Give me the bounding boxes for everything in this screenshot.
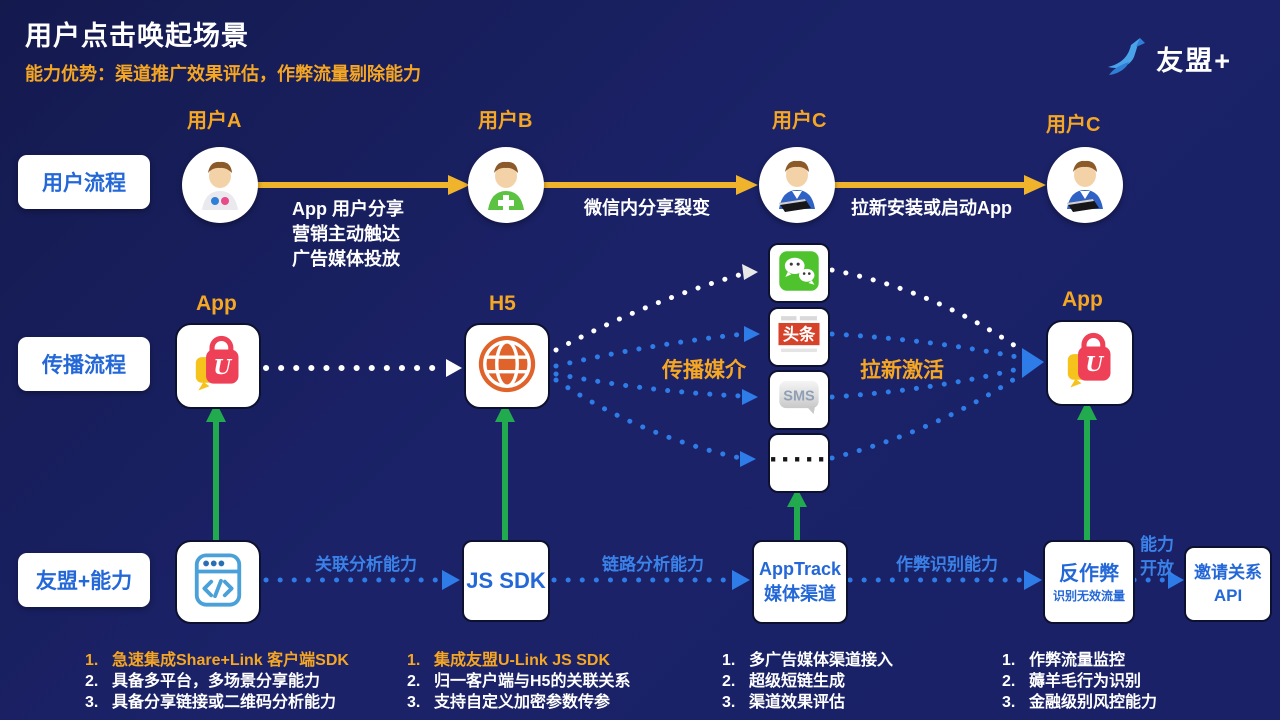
feature-list-3: 1.多广告媒体渠道接入 2.超级短链生成 3.渠道效果评估: [722, 650, 1002, 713]
toutiao-box: 头条: [768, 307, 830, 367]
more-channels-dots: ·····: [769, 443, 829, 476]
umeng-logo-text: 友盟+: [1156, 46, 1232, 76]
arrow1-caption: App 用户分享 营销主动触达 广告媒体投放: [292, 199, 404, 269]
svg-text:U: U: [213, 355, 232, 379]
ability-arrow1-label: 关联分析能力: [315, 555, 417, 574]
app-left-box: U: [175, 323, 261, 409]
ushare-app-icon-right: U: [1055, 326, 1125, 401]
row-label-user-flow: 用户流程: [18, 155, 150, 209]
page-subtitle: 能力优势：渠道推广效果评估，作弊流量剔除能力: [25, 64, 421, 84]
app-right-label: App: [1062, 288, 1103, 311]
arrow3-caption: 拉新安装或启动App: [851, 198, 1012, 218]
ushare-app-icon: U: [183, 329, 253, 404]
ability-arrow3-label: 作弊识别能力: [896, 555, 998, 574]
invite-api-box: 邀请关系 API: [1184, 546, 1272, 622]
media-label: 传播媒介: [662, 359, 746, 382]
toutiao-icon: 头条: [774, 311, 824, 363]
list-item: 2.薅羊毛行为识别: [1002, 673, 1142, 690]
list-item: 3.支持自定义加密参数传参: [407, 694, 611, 711]
list-item: 1.作弊流量监控: [1002, 652, 1126, 669]
list-item: 2.超级短链生成: [722, 673, 846, 690]
h5-label: H5: [489, 292, 516, 315]
umeng-logo: 友盟+: [1104, 36, 1232, 81]
h5-globe-icon: [472, 329, 542, 404]
umeng-bird-icon: [1104, 36, 1146, 81]
user-c2-avatar: [1047, 147, 1123, 223]
feature-list-2: 1.集成友盟U-Link JS SDK 2.归一客户端与H5的关联关系 3.支持…: [407, 650, 707, 713]
h5-box: [464, 323, 550, 409]
user-c1-label: 用户C: [772, 110, 827, 132]
svg-text:SMS: SMS: [783, 388, 815, 404]
wechat-icon: [774, 247, 824, 300]
apptrack-box: AppTrack 媒体渠道: [752, 540, 848, 624]
anticheat-line2: 识别无效流量: [1052, 588, 1125, 603]
invite-api-line2: API: [1213, 586, 1243, 605]
user-b-avatar: [468, 147, 544, 223]
js-sdk-box: JS SDK: [462, 540, 550, 622]
user-c2-label: 用户C: [1046, 114, 1101, 136]
row-label-spread-flow: 传播流程: [18, 337, 150, 391]
sms-icon: SMS: [774, 374, 824, 426]
list-item: 3.具备分享链接或二维码分析能力: [85, 694, 337, 711]
svg-text:头条: 头条: [783, 325, 816, 344]
page-title: 用户点击唤起场景: [25, 21, 249, 51]
list-item: 3.渠道效果评估: [722, 694, 846, 711]
invite-api-line1: 邀请关系: [1194, 563, 1262, 582]
feature-list-4: 1.作弊流量监控 2.薅羊毛行为识别 3.金融级别风控能力: [1002, 650, 1272, 713]
svg-text:U: U: [1085, 352, 1104, 376]
user-c1-avatar: [759, 147, 835, 223]
row-label-umeng-ability: 友盟+能力: [18, 553, 150, 607]
code-window-icon: [183, 546, 253, 619]
wechat-box: [768, 243, 830, 303]
client-sdk-box: [175, 540, 261, 624]
sms-box: SMS: [768, 370, 830, 430]
list-item: 1.多广告媒体渠道接入: [722, 652, 894, 669]
list-item: 1.集成友盟U-Link JS SDK: [407, 652, 611, 669]
js-sdk-label: JS SDK: [466, 568, 546, 593]
apptrack-line2: 媒体渠道: [764, 584, 836, 604]
app-right-box: U: [1046, 320, 1134, 406]
apptrack-line1: AppTrack: [758, 559, 842, 579]
more-channels-box: ·····: [768, 433, 830, 493]
activate-label: 拉新激活: [860, 359, 944, 382]
user-a-avatar: [182, 147, 258, 223]
user-b-label: 用户B: [478, 110, 533, 132]
anticheat-box: 反作弊 识别无效流量: [1043, 540, 1135, 624]
app-left-label: App: [196, 292, 237, 315]
user-a-label: 用户A: [187, 110, 242, 132]
ability-arrow2-label: 链路分析能力: [602, 555, 704, 574]
anticheat-line1: 反作弊: [1059, 562, 1119, 585]
ability-open-label: 能力 开放: [1140, 535, 1174, 578]
list-item: 2.归一客户端与H5的关联关系: [407, 673, 631, 690]
list-item: 3.金融级别风控能力: [1002, 694, 1158, 711]
list-item: 1.急速集成Share+Link 客户端SDK: [85, 652, 349, 669]
arrow2-caption: 微信内分享裂变: [584, 198, 710, 218]
feature-list-1: 1.急速集成Share+Link 客户端SDK 2.具备多平台，多场景分享能力 …: [85, 650, 395, 713]
list-item: 2.具备多平台，多场景分享能力: [85, 673, 321, 690]
